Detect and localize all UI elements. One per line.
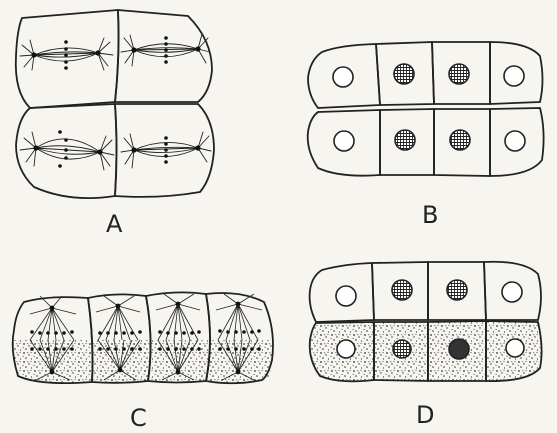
panel-b-nuclei [333, 64, 525, 151]
panel-label-c: C [130, 404, 147, 432]
panel-label-b: B [422, 201, 438, 229]
panel-a-cell-group [16, 10, 214, 198]
panel-label-d: D [416, 401, 434, 429]
panel-label-a: A [106, 210, 122, 238]
panel-c-cell-group [13, 292, 273, 383]
panel-d-cell-group [310, 262, 542, 382]
panel-b-cell-group [308, 42, 544, 176]
